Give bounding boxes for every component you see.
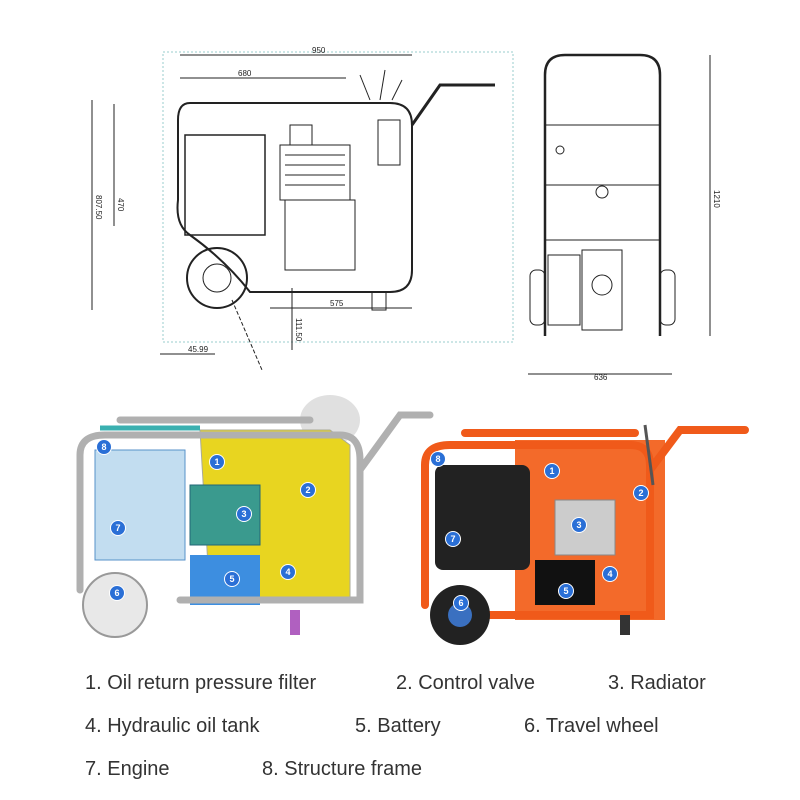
- dim-overall-height: 807.50: [94, 195, 103, 220]
- legend-item: 8. Structure frame: [262, 758, 423, 780]
- render-illustration: [76, 395, 434, 638]
- callout-marker: 2: [300, 482, 316, 498]
- dim-frame-height: 470: [116, 198, 125, 212]
- legend-item: 5. Battery: [355, 715, 441, 737]
- callout-marker: 5: [558, 583, 574, 599]
- dim-ground-clearance: 111.50: [294, 318, 303, 342]
- engine-render: [94, 449, 186, 561]
- engine-photo: [435, 465, 530, 570]
- callout-marker: 7: [110, 520, 126, 536]
- legend-item: 7. Engine: [85, 758, 170, 780]
- wheel-render: [82, 572, 148, 638]
- dim-frame-length: 680: [238, 69, 252, 78]
- legend-item: 3. Radiator: [608, 672, 706, 694]
- legend-item: 2. Control valve: [396, 672, 535, 694]
- callout-marker: 6: [453, 595, 469, 611]
- callout-marker: 2: [633, 485, 649, 501]
- front-view-drawing: 1210 636: [528, 53, 721, 382]
- legend-item: 4. Hydraulic oil tank: [85, 715, 260, 737]
- callout-marker: 3: [236, 506, 252, 522]
- callout-marker: 7: [445, 531, 461, 547]
- dim-front-height: 1210: [712, 190, 721, 208]
- photo-illustration: [421, 424, 749, 645]
- dim-base-length: 575: [330, 299, 344, 308]
- side-view-drawing: 950 680 470 807.50 575 111.50 45.99: [91, 46, 514, 371]
- callout-marker: 1: [209, 454, 225, 470]
- callout-marker: 8: [96, 439, 112, 455]
- callout-marker: 4: [602, 566, 618, 582]
- callout-marker: 1: [544, 463, 560, 479]
- callout-marker: 8: [430, 451, 446, 467]
- legend-item: 1. Oil return pressure filter: [85, 672, 317, 694]
- callout-marker: 5: [224, 571, 240, 587]
- callout-marker: 4: [280, 564, 296, 580]
- dim-wheel-offset: 45.99: [188, 345, 209, 354]
- dim-front-width: 636: [594, 373, 608, 382]
- dim-overall-length: 950: [312, 46, 326, 55]
- callout-marker: 6: [109, 585, 125, 601]
- legend-item: 6. Travel wheel: [524, 715, 659, 737]
- callout-marker: 3: [571, 517, 587, 533]
